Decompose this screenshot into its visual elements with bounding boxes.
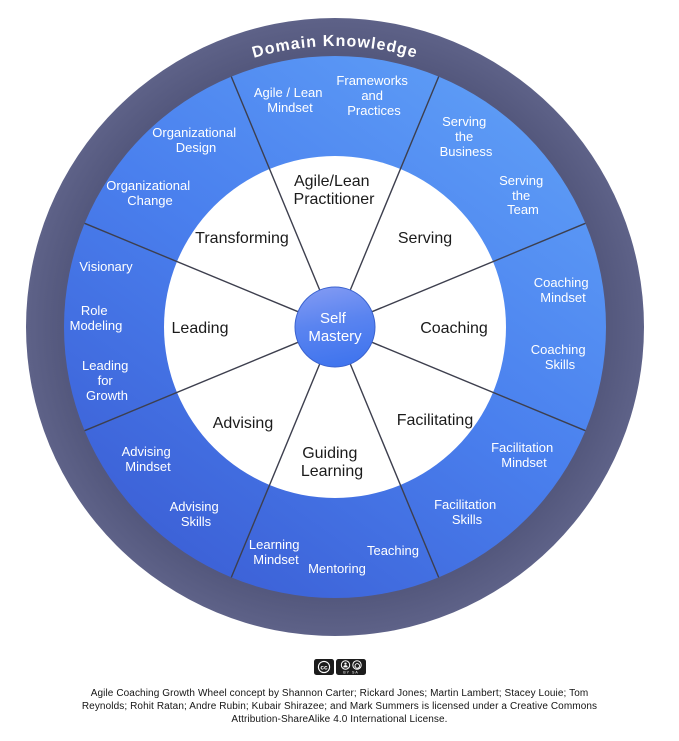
sector-label-transforming: Transforming <box>195 230 289 247</box>
sector-divider <box>84 222 299 313</box>
segment-label-facilitation-mindset: Facilitation Mindset <box>491 440 557 470</box>
segment-label-coaching-skills: Coaching Skills <box>531 342 590 372</box>
growth-wheel-diagram: Domain Knowledge Agile / Lean Mindset Fr… <box>26 18 644 636</box>
by-sa-caption: BY SA <box>343 671 359 675</box>
segment-label-serving-the-team: Serving the Team <box>499 173 547 217</box>
segment-label-visionary: Visionary <box>79 259 133 274</box>
cc-icon-letters: cc <box>320 664 328 671</box>
sector-divider <box>349 363 440 578</box>
sa-icon-arrow <box>354 663 360 669</box>
sector-label-agile-lean-practitioner: Agile/Lean Practitioner <box>294 173 376 208</box>
by-icon <box>340 660 350 670</box>
license-text: Agile Coaching Growth Wheel concept by S… <box>0 687 679 726</box>
license-text-line: Agile Coaching Growth Wheel concept by S… <box>90 688 589 699</box>
cc-icon <box>317 660 330 674</box>
self-mastery-circle <box>294 286 376 368</box>
segment-label-role-modeling: Role Modeling <box>70 303 123 333</box>
self-mastery-label: Self Mastery <box>308 310 362 345</box>
by-icon-shoulders <box>342 665 348 668</box>
sector-label-advising: Advising <box>213 415 273 432</box>
segment-label-facilitation-skills: Facilitation Skills <box>434 497 500 527</box>
segment-label-agile-lean-mindset: Agile / Lean Mindset <box>254 85 326 115</box>
segment-label-serving-the-business: Serving the Business <box>440 114 493 159</box>
license-footer: cc BY SA Agile Coaching Growth Wheel con… <box>0 658 679 726</box>
segment-label-advising-skills: Advising Skills <box>170 499 223 529</box>
sector-label-leading: Leading <box>172 320 229 337</box>
segment-label-teaching: Teaching <box>367 543 419 558</box>
by-icon-head <box>343 662 347 665</box>
sector-divider <box>371 341 586 432</box>
stance-labels: Agile/Lean Practitioner Serving Coaching… <box>172 173 488 480</box>
cc-badge-box <box>313 659 334 675</box>
competency-labels: Agile / Lean Mindset Frameworks and Prac… <box>70 73 593 576</box>
segment-label-frameworks-and-practices: Frameworks and Practices <box>336 73 411 118</box>
license-text-line: Attribution-ShareAlike 4.0 International… <box>231 714 448 725</box>
sector-label-guiding-learning: Guiding Learning <box>301 445 363 480</box>
sa-icon <box>351 660 362 670</box>
segment-label-leading-for-growth: Leading for Growth <box>82 358 132 403</box>
sector-label-coaching: Coaching <box>420 320 488 337</box>
cc-by-sa-badge: cc BY SA <box>313 659 366 675</box>
sector-divider <box>349 76 440 291</box>
segment-label-coaching-mindset: Coaching Mindset <box>534 275 593 305</box>
segment-label-mentoring: Mentoring <box>308 561 366 576</box>
sector-divider <box>230 76 321 291</box>
sector-divider <box>230 363 321 578</box>
sector-divider <box>371 222 586 313</box>
segment-label-learning-mindset: Learning Mindset <box>249 537 303 567</box>
license-text-line: Reynolds; Rohit Ratan; Andre Rubin; Kuba… <box>81 701 598 712</box>
segment-label-advising-mindset: Advising Mindset <box>122 444 175 474</box>
by-sa-badge-box <box>335 659 366 675</box>
sa-icon-arrowhead <box>353 666 356 668</box>
sector-label-serving: Serving <box>398 230 452 247</box>
sector-dividers <box>84 76 586 578</box>
segment-label-organizational-design: Organizational Design <box>152 125 239 155</box>
segment-label-organizational-change: Organizational Change <box>106 178 193 208</box>
sector-divider <box>84 341 299 432</box>
sector-label-facilitating: Facilitating <box>397 412 473 429</box>
